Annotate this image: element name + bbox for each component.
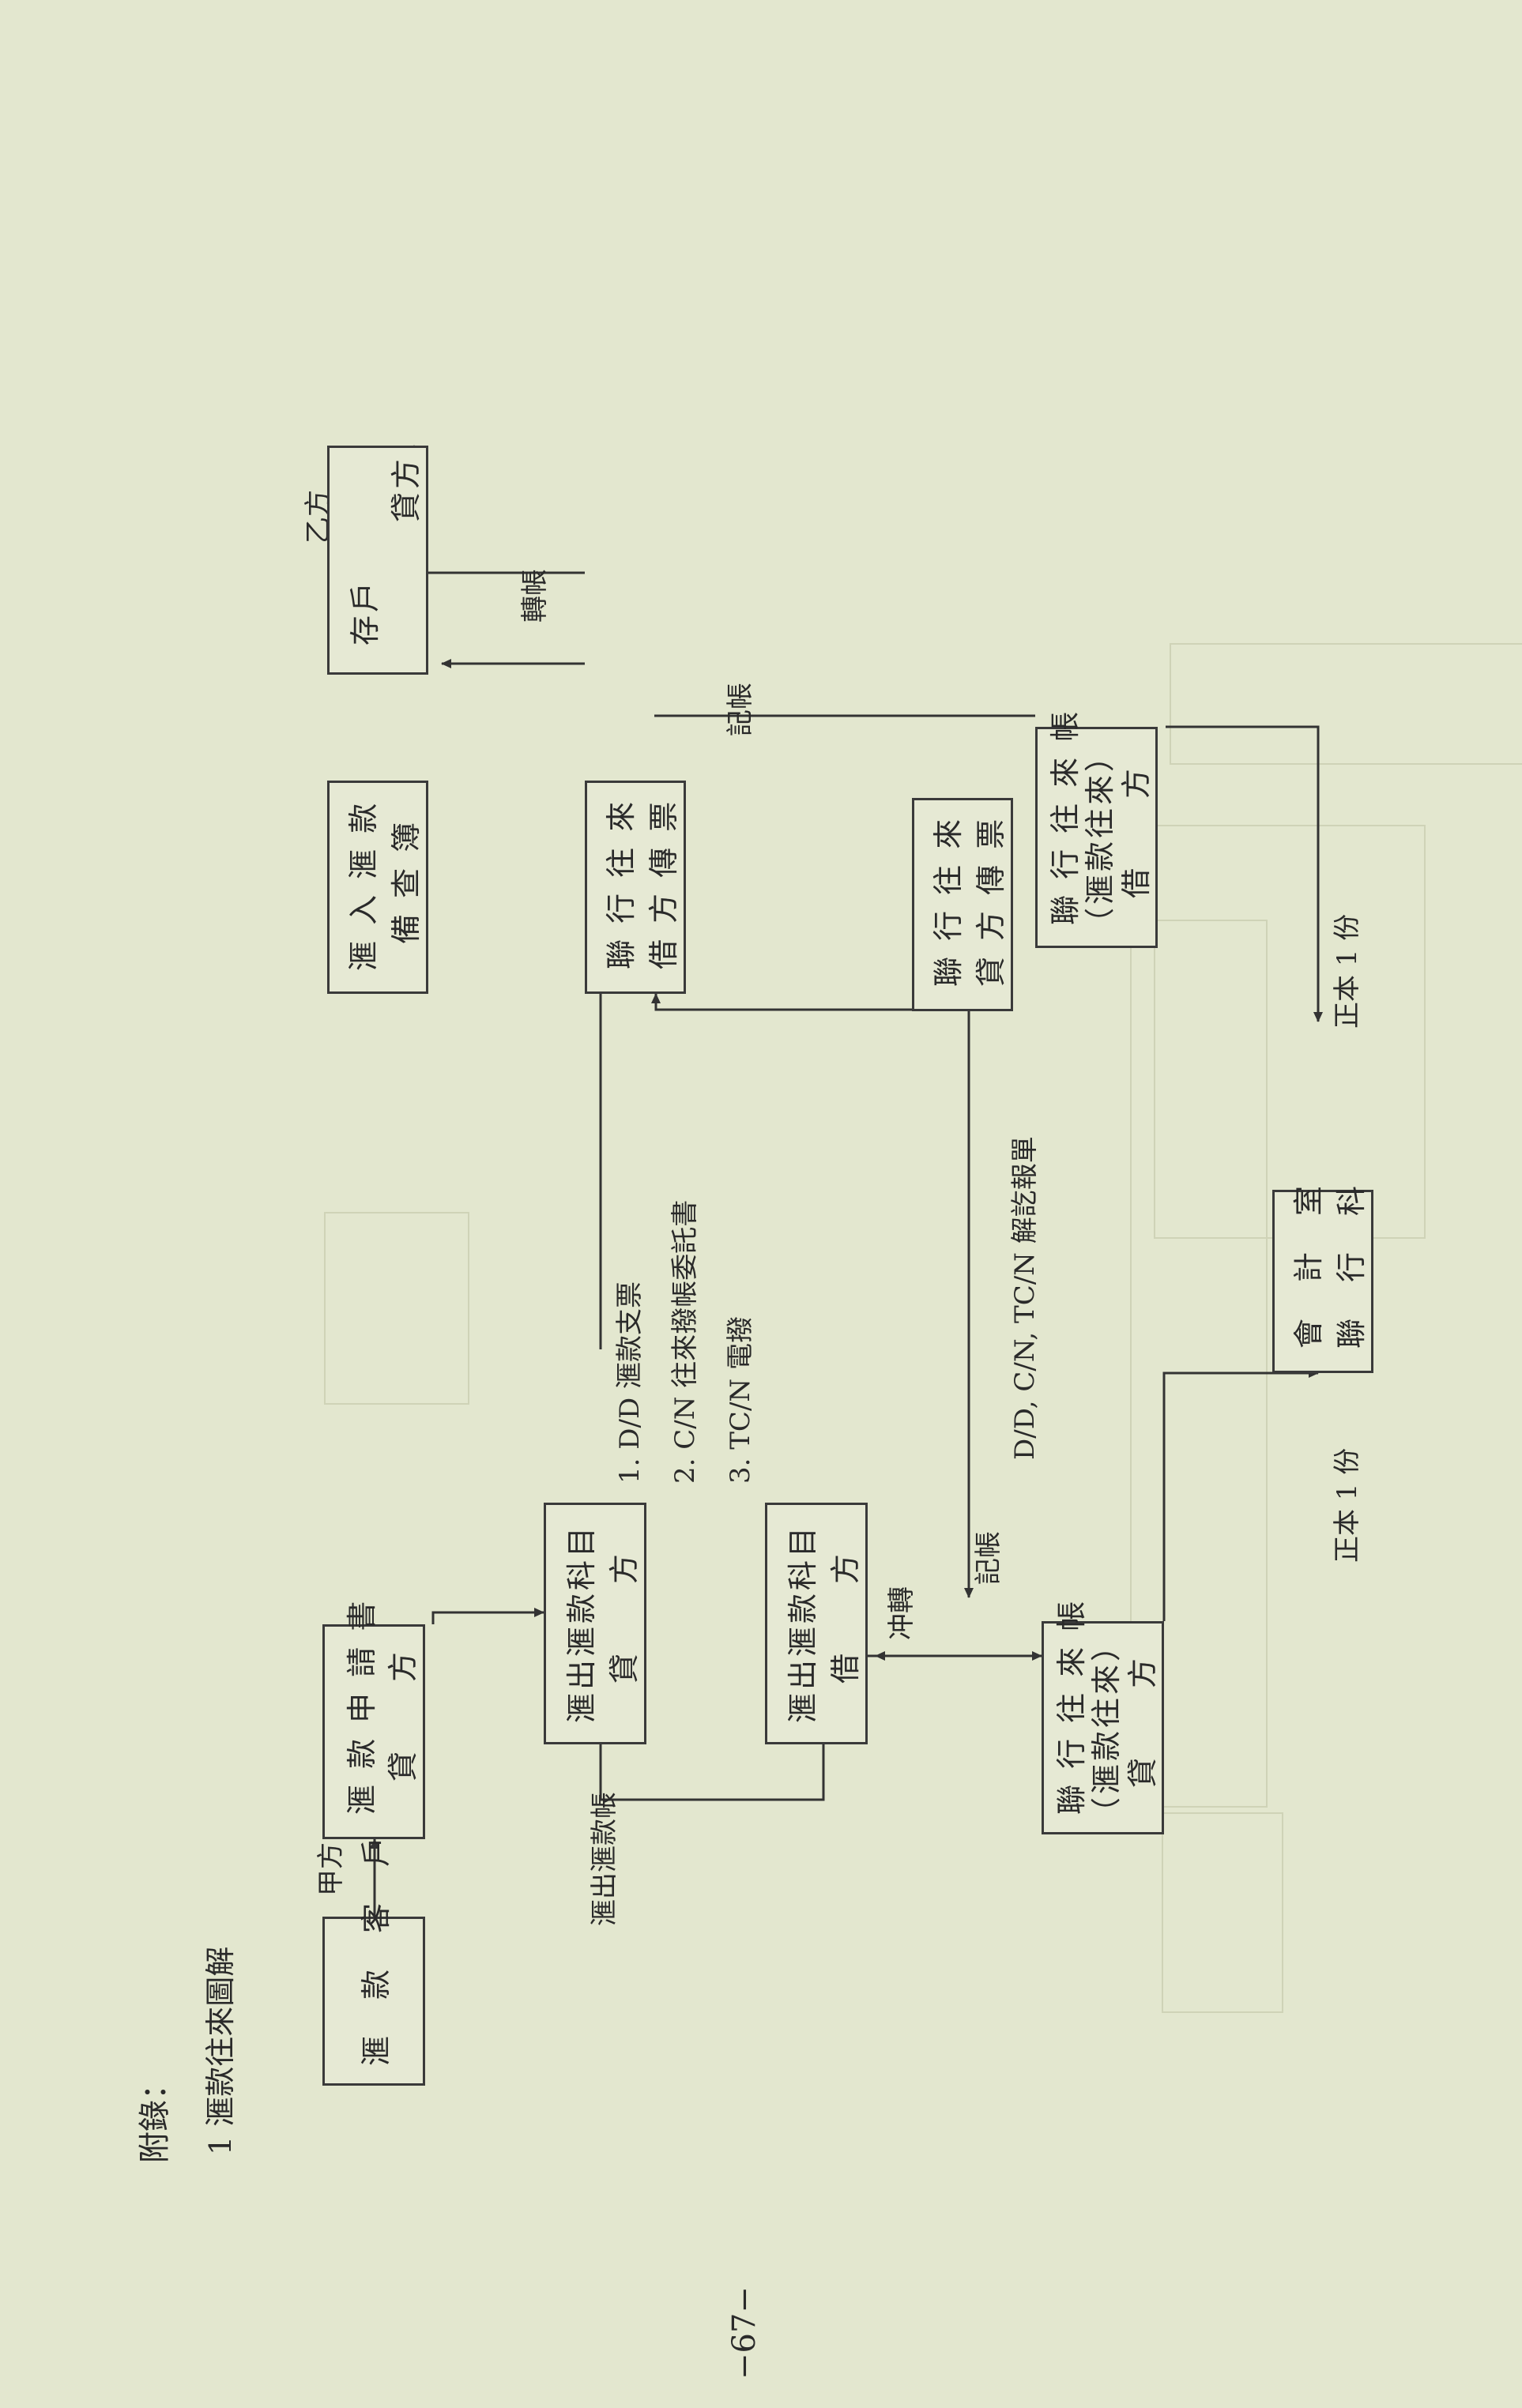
branch-ledger-debit-line2: （滙款往來） — [1083, 738, 1117, 938]
branch-ledger-credit-line1: 聯 行 往 來 帳 — [1054, 1597, 1089, 1815]
accounting-box: 會 計 室 聯 行 科 — [1272, 1183, 1373, 1373]
voucher-credit-line2: 貸 方 傳 票 — [974, 815, 1008, 987]
instrument-3: 3. TC/N 電撥 — [725, 1316, 756, 1484]
outward-debit-line2: 借 方 — [828, 1550, 863, 1684]
accounting-line1: 會 計 室 — [1291, 1182, 1326, 1349]
remit-application-line2: 貸 方 — [386, 1648, 420, 1782]
branch-ledger-debit-box: 聯 行 往 來 帳 （滙款往來） 借 方 — [1035, 709, 1158, 948]
remit-application-box: 滙 款 申 請 書 貸 方 — [322, 1598, 425, 1839]
remit-customer-box: 滙 款 客 戶 — [322, 1834, 425, 2086]
outward-account-label: 滙出滙款帳 — [589, 1792, 620, 1926]
deposit-credit-line2: 貸方 — [389, 455, 424, 522]
outward-debit-line1: 滙出滙款科目 — [785, 1523, 820, 1723]
offset-label: 冲轉 — [886, 1586, 917, 1640]
page-number: −67− — [726, 2286, 763, 2380]
instrument-2: 2. C/N 往來撥帳委託書 — [669, 1199, 701, 1484]
outward-credit-line2: 貸 方 — [607, 1550, 642, 1684]
deposit-credit-line1: 存戶 — [348, 578, 382, 645]
branch-ledger-credit-line2: （滙款往來） — [1089, 1627, 1124, 1827]
side-a-label: 甲方 — [315, 1842, 347, 1896]
branch-ledger-debit-line1: 聯 行 往 來 帳 — [1048, 708, 1083, 925]
record-label-2: 記帳 — [725, 683, 756, 736]
record-label-1: 記帳 — [973, 1531, 1004, 1585]
voucher-credit-box: 聯 行 往 來 貸 方 傳 票 — [912, 798, 1013, 1011]
deposit-credit-box: 存戶 貸方 — [327, 446, 428, 675]
remit-application-line1: 滙 款 申 請 書 — [345, 1597, 379, 1815]
remit-customer-label: 滙 款 客 戶 — [359, 1833, 394, 2066]
appendix-label: 附錄： — [137, 2068, 173, 2163]
accounting-line2: 聯 行 科 — [1334, 1182, 1369, 1349]
outward-credit-box: 滙出滙款科目 貸 方 — [544, 1503, 646, 1744]
inward-check-book-line2: 備 查 簿 — [389, 818, 424, 944]
branch-ledger-debit-line3: 借 方 — [1119, 765, 1154, 898]
outward-debit-box: 滙出滙款科目 借 方 — [765, 1503, 868, 1744]
instrument-1: 1. D/D 滙款支票 — [614, 1281, 646, 1484]
voucher-debit-box: 聯 行 往 來 借 方 傳 票 — [585, 781, 686, 994]
inward-check-book-box: 滙 入 滙 款 備 查 簿 — [327, 781, 428, 994]
branch-ledger-credit-line3: 貸 方 — [1125, 1654, 1160, 1788]
transfer-label: 轉帳 — [519, 569, 551, 623]
voucher-debit-line2: 借 方 傳 票 — [646, 798, 681, 969]
copy-label-1: 正本 1 份 — [1332, 1447, 1363, 1563]
appendix-title: 1 滙款往來圖解 — [203, 1946, 238, 2155]
voucher-credit-line1: 聯 行 往 來 — [931, 815, 966, 987]
inward-check-book-line1: 滙 入 滙 款 — [346, 800, 381, 971]
branch-ledger-credit-box: 聯 行 往 來 帳 （滙款往來） 貸 方 — [1042, 1598, 1164, 1834]
copy-label-2: 正本 1 份 — [1332, 913, 1363, 1029]
settlement-label: D/D, C/N, TC/N 解訖報單 — [1009, 1136, 1041, 1460]
outward-credit-line1: 滙出滙款科目 — [564, 1523, 599, 1723]
voucher-debit-line1: 聯 行 往 來 — [604, 798, 639, 969]
